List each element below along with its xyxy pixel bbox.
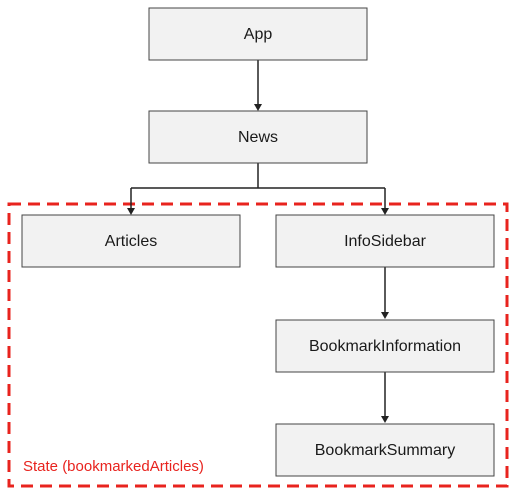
node-infosidebar: InfoSidebar xyxy=(275,214,495,268)
arrowhead-news xyxy=(254,104,262,111)
arrowhead-infosidebar xyxy=(381,208,389,215)
node-news-label: News xyxy=(238,129,278,146)
node-app: App xyxy=(148,7,368,61)
node-bookmarkinformation-label: BookmarkInformation xyxy=(309,338,461,355)
state-label: State (bookmarkedArticles) xyxy=(23,458,204,475)
node-infosidebar-box xyxy=(275,214,495,268)
node-infosidebar-label: InfoSidebar xyxy=(344,233,427,250)
node-articles: Articles xyxy=(21,214,241,268)
state-boundary-box xyxy=(7,202,509,488)
node-bookmarkinformation: BookmarkInformation xyxy=(275,319,495,373)
node-bookmarksummary-box xyxy=(275,423,495,477)
node-articles-box xyxy=(21,214,241,268)
node-app-label: App xyxy=(244,26,273,43)
node-bookmarksummary: BookmarkSummary xyxy=(275,423,495,477)
arrowhead-articles xyxy=(127,208,135,215)
arrowhead-bookmarkinformation xyxy=(381,312,389,319)
node-news-box xyxy=(148,110,368,164)
connectors xyxy=(127,60,389,423)
node-app-box xyxy=(148,7,368,61)
arrowhead-bookmarksummary xyxy=(381,416,389,423)
node-articles-label: Articles xyxy=(105,233,157,250)
node-bookmarksummary-label: BookmarkSummary xyxy=(315,442,455,459)
node-news: News xyxy=(148,110,368,164)
node-bookmarkinformation-box xyxy=(275,319,495,373)
